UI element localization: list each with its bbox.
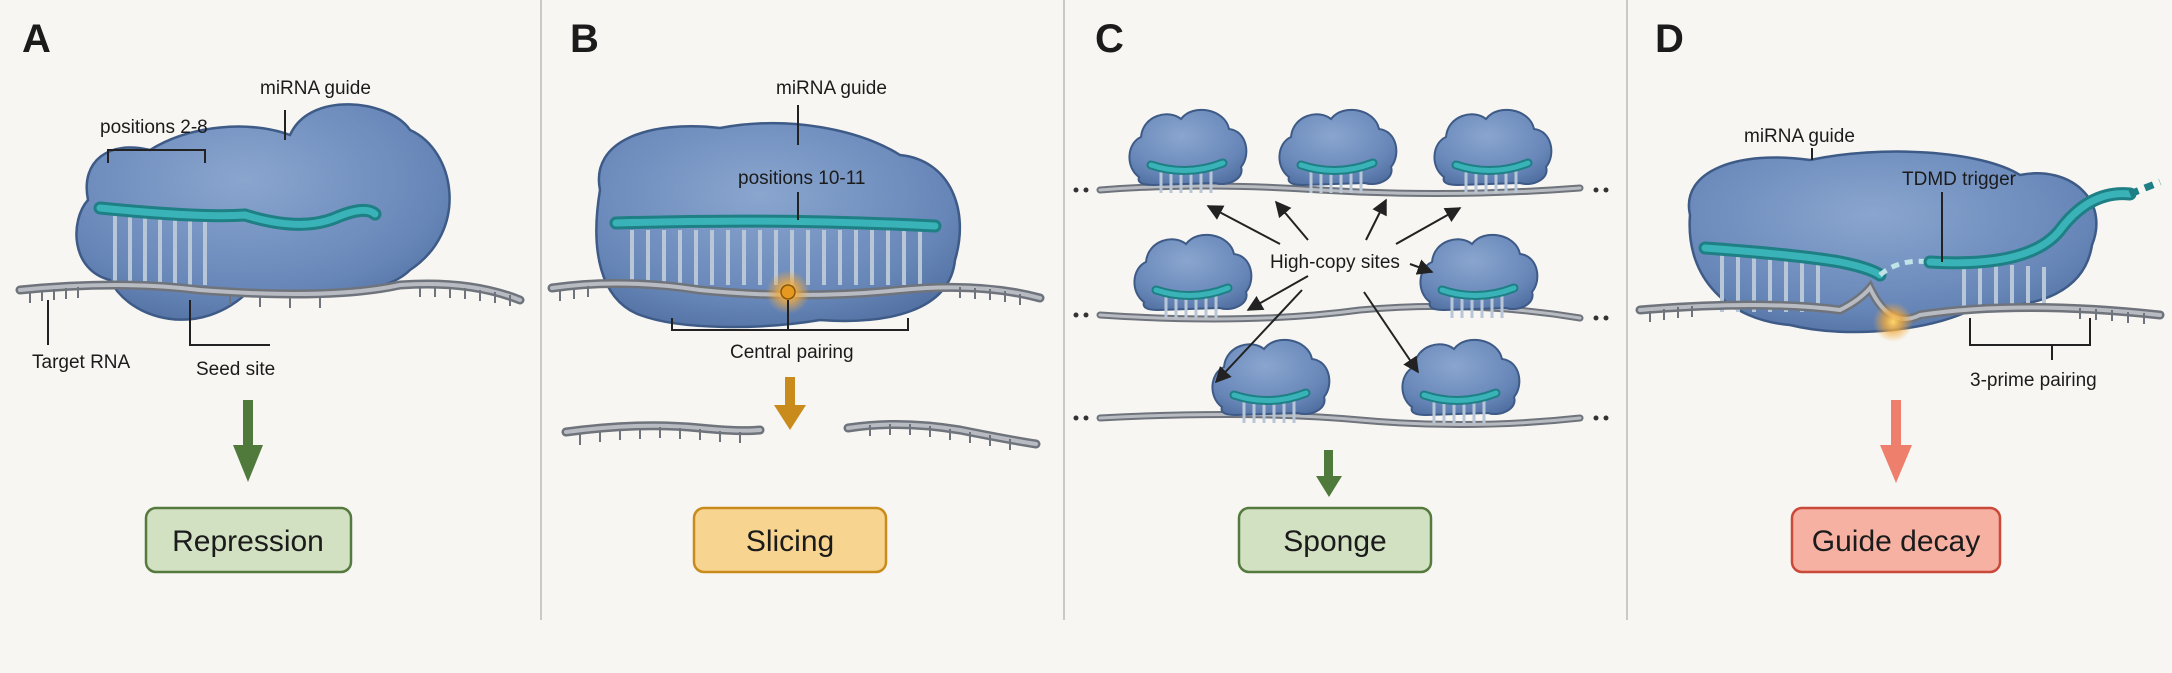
label-3-prime-pairing: 3-prime pairing [1970, 370, 2097, 391]
cleavage-site [780, 284, 796, 300]
arrow-c-shaft [1324, 450, 1333, 478]
arrow-c-head [1316, 476, 1342, 497]
outcome-slicing: Slicing [746, 525, 834, 558]
ago-complex-c4 [1134, 235, 1251, 318]
panel-a: positions 2-8 miRNA guide Target RNA See… [15, 78, 525, 574]
label-mirna-guide-b: miRNA guide [776, 78, 887, 99]
label-high-copy-sites: High-copy sites [1270, 252, 1400, 273]
label-target-rna: Target RNA [32, 352, 131, 373]
central-pairs-b [630, 230, 922, 285]
panel-b-letter: B [570, 17, 599, 61]
seed-pairs-a [113, 212, 207, 285]
label-central-pairing: Central pairing [730, 342, 854, 363]
panel-b: miRNA guide positions 10-11 Central pair… [547, 78, 1045, 574]
label-tdmd-trigger: TDMD trigger [1902, 169, 2017, 190]
ago-complex-c5 [1420, 235, 1537, 318]
arrow-b-shaft [785, 377, 795, 407]
ago-complex-c6 [1212, 340, 1329, 423]
panel-d-letter: D [1655, 17, 1684, 61]
site-arrows-c [1206, 198, 1462, 384]
ago-complex-c7 [1402, 340, 1519, 423]
outcome-sponge: Sponge [1283, 525, 1386, 558]
arrow-b-head [774, 405, 806, 430]
arrow-d-shaft [1891, 400, 1901, 445]
panel-a-letter: A [22, 17, 51, 61]
arrow-d-head [1880, 445, 1912, 483]
decay-site-glow [1873, 302, 1913, 342]
label-positions-10-11: positions 10-11 [738, 168, 865, 189]
label-mirna-guide-a: miRNA guide [260, 78, 371, 99]
ago-complex-c3 [1434, 110, 1551, 193]
outcome-guide-decay: Guide decay [1812, 525, 1980, 558]
panel-c-letter: C [1095, 17, 1124, 61]
arrow-a-shaft [243, 400, 253, 445]
guide-tail-dashes [2128, 178, 2162, 198]
label-seed-site: Seed site [196, 359, 275, 380]
label-mirna-guide-d: miRNA guide [1744, 126, 1855, 147]
outcome-box-sponge [1237, 506, 1433, 574]
outcome-box-slicing [692, 506, 888, 574]
ago-complex-c2 [1279, 110, 1396, 193]
outcome-repression: Repression [172, 525, 324, 558]
arrow-a-head [233, 445, 263, 482]
panel-d: miRNA guide TDMD trigger 3-prime pairing… [1635, 126, 2165, 574]
label-positions-2-8: positions 2-8 [100, 117, 208, 138]
ago-complex-c1 [1129, 110, 1246, 193]
protein-a [75, 103, 451, 321]
panel-c: High-copy sites Sponge [1073, 110, 1609, 574]
outcome-box-repression [144, 506, 353, 574]
outcome-box-guide-decay [1790, 506, 2002, 574]
